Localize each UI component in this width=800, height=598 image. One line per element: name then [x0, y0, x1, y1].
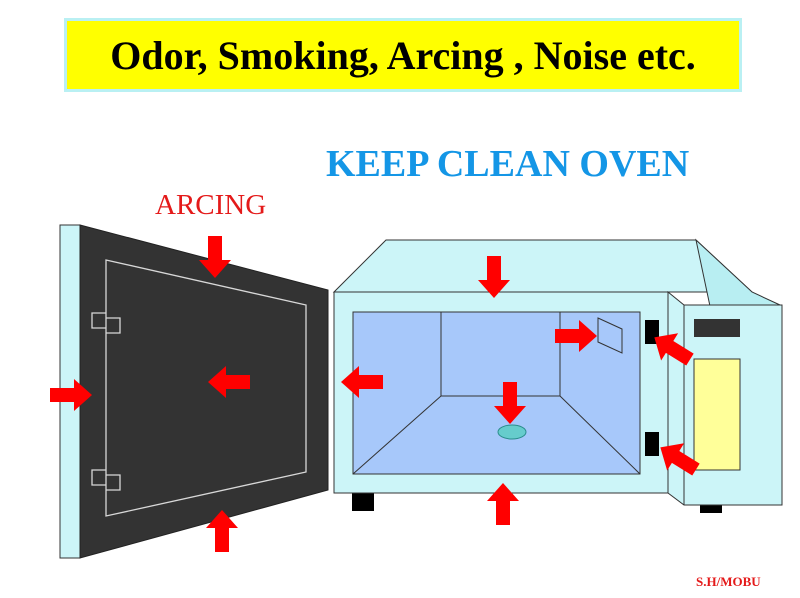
waveguide-cover [597, 317, 623, 354]
credit-text: S.H/MOBU [696, 574, 761, 589]
control-window [693, 358, 741, 471]
cavity-interior [352, 311, 641, 475]
title-banner: Odor, Smoking, Arcing , Noise etc. [64, 18, 742, 92]
turntable-hub [497, 424, 527, 440]
door-latch-bottom [91, 469, 121, 491]
oven-cavity [352, 311, 641, 475]
oven-door [59, 224, 329, 559]
door-latch-top [91, 312, 121, 334]
control-display [694, 319, 740, 337]
door-window-outline [105, 259, 307, 517]
oven-foot-right [700, 505, 722, 513]
arcing-label: ARCING [155, 189, 267, 221]
door-hinge-bottom [645, 432, 659, 456]
title-text: Odor, Smoking, Arcing , Noise etc. [110, 32, 696, 78]
oven-top [332, 239, 754, 293]
oven-foot-left [352, 493, 374, 511]
cavity-back-wall [440, 311, 561, 397]
keep-clean-headline: KEEP CLEAN OVEN [326, 143, 690, 185]
door-panel [79, 224, 329, 559]
